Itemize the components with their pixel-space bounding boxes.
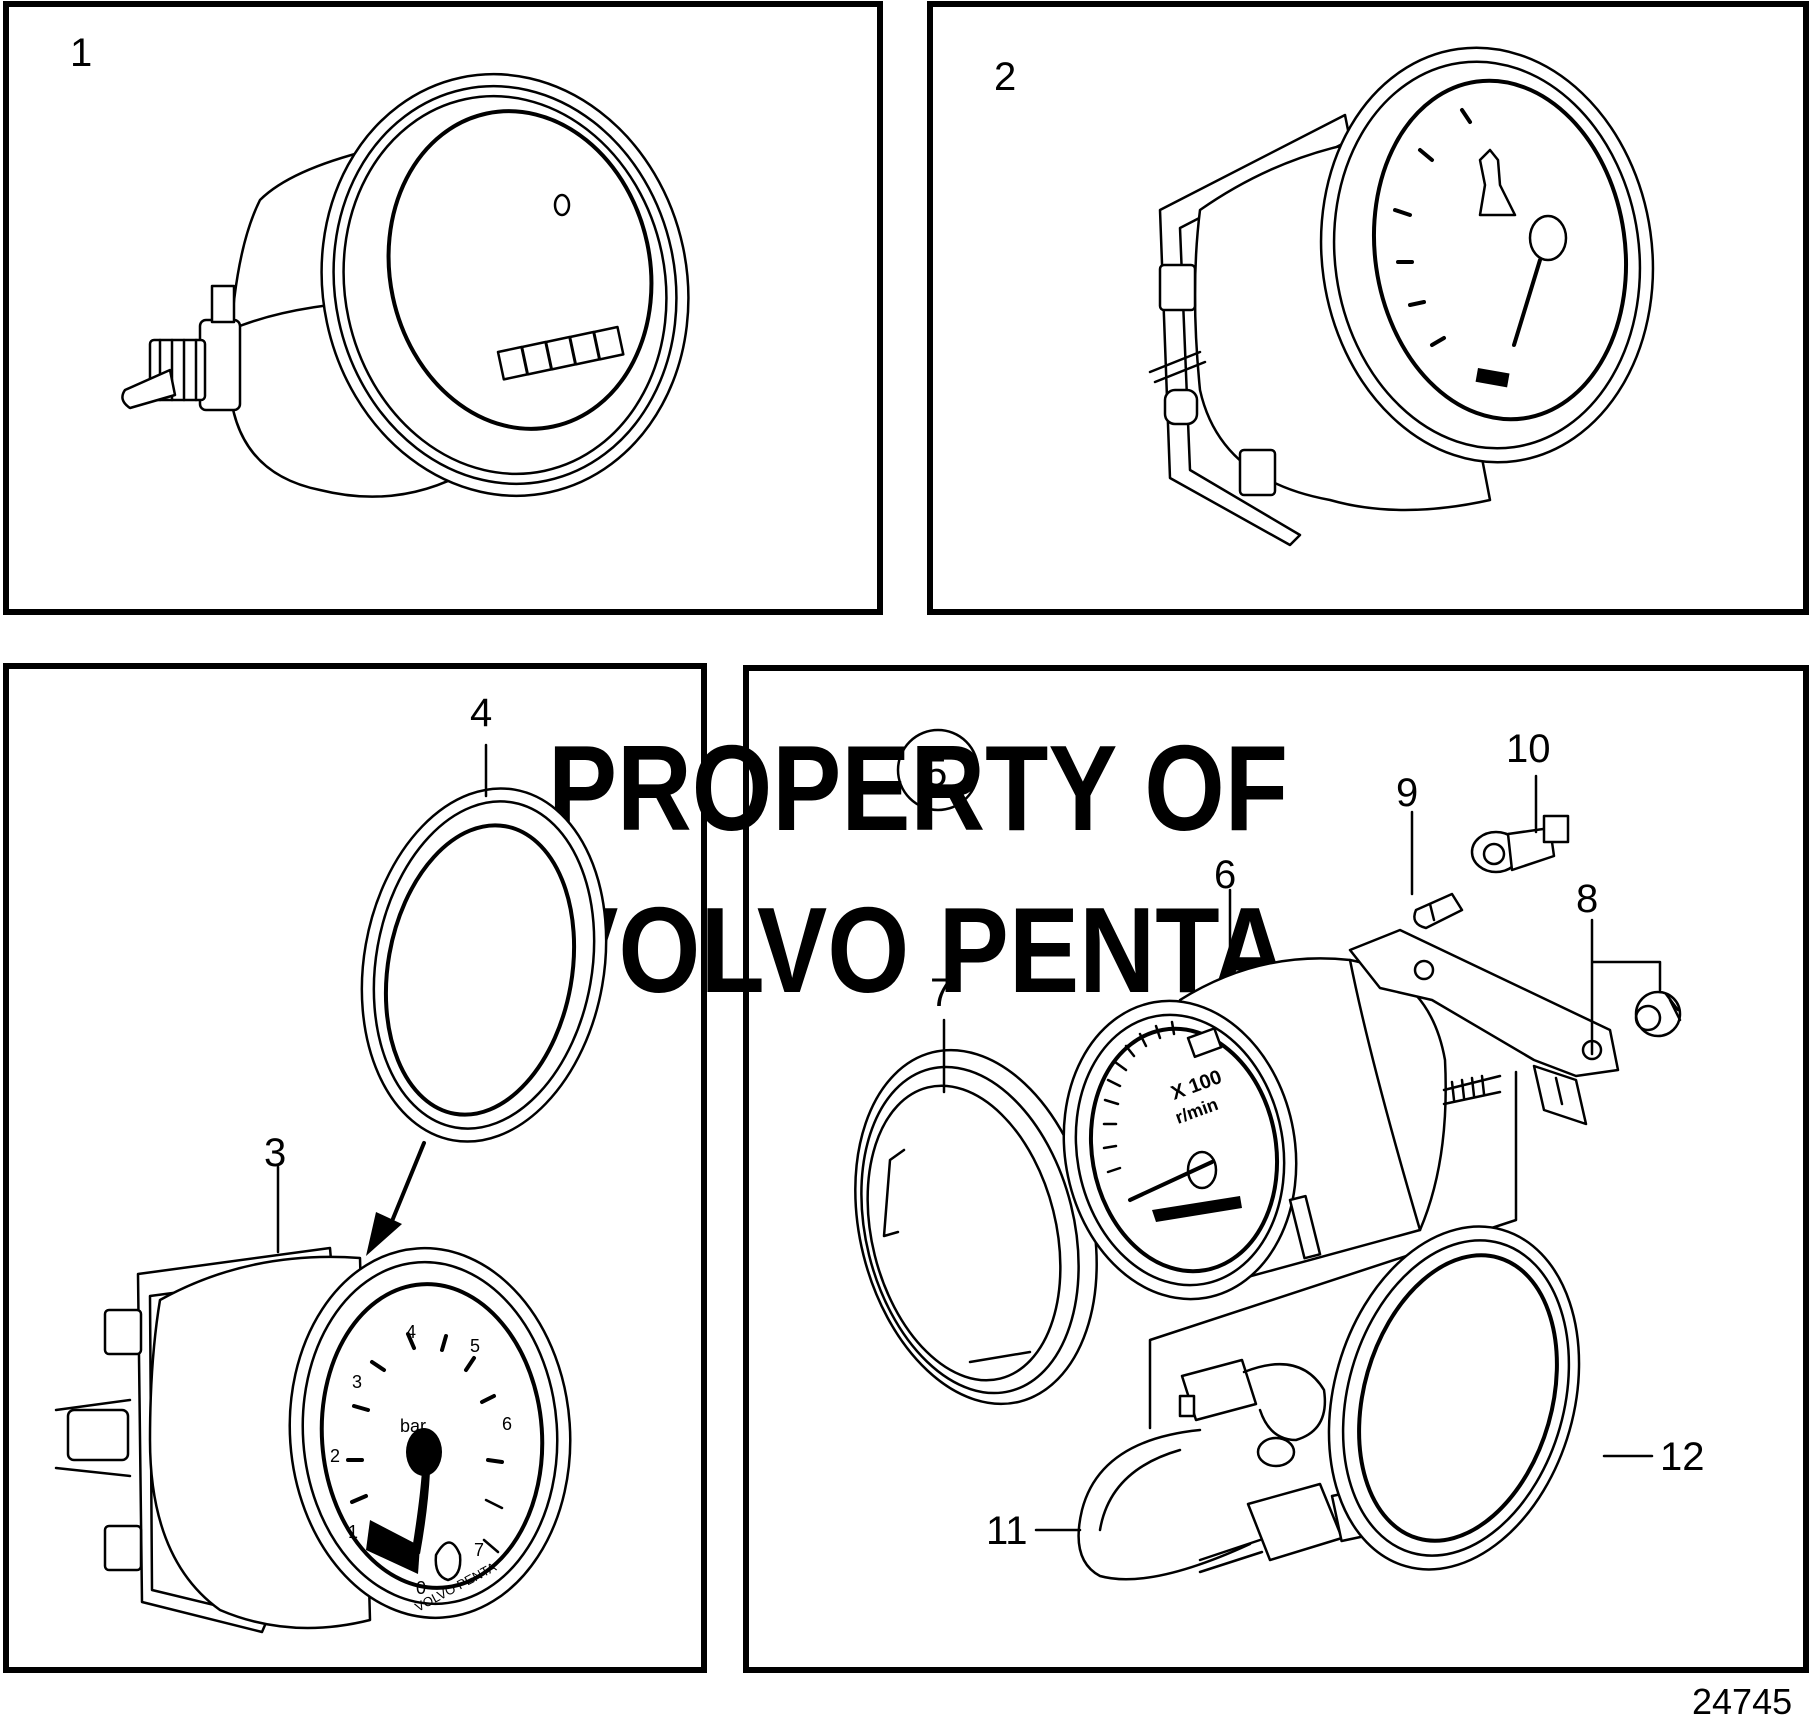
- gauge-tachometer: X 100 r/min: [1062, 957, 1502, 1301]
- callout-6: 6: [1214, 853, 1236, 897]
- callout-1: 1: [70, 31, 92, 75]
- callout-4: 4: [470, 691, 492, 735]
- dial-scale-3: 3: [352, 1372, 362, 1392]
- panel-frame-2: [927, 1, 1809, 615]
- dial-scale-6: 6: [502, 1414, 512, 1434]
- figure-number: 24745: [1692, 1681, 1792, 1722]
- rear-ring: [1327, 1225, 1581, 1571]
- watermark-line-2: VOLVO PENTA: [548, 882, 1288, 1018]
- nut: [1634, 990, 1682, 1038]
- callout-10: 10: [1506, 727, 1551, 771]
- callout-3: 3: [264, 1131, 286, 1175]
- dial-scale-0: 0: [416, 1578, 426, 1598]
- gauge-hour-counter: [121, 72, 690, 498]
- callout-5-circle: [896, 728, 980, 812]
- callout-9: 9: [1396, 771, 1418, 815]
- oil-can-icon: [434, 1541, 462, 1582]
- counter-digits: [496, 325, 625, 381]
- gauge-temperature: [1148, 46, 1655, 547]
- callout-2: 2: [994, 55, 1016, 99]
- dial-scale-1: 1: [348, 1522, 358, 1542]
- mounting-bracket: [1348, 928, 1620, 1126]
- callout-5: 5: [925, 751, 947, 795]
- thermometer-icon: [1478, 148, 1517, 217]
- callout-7: 7: [930, 971, 952, 1015]
- callout-11: 11: [986, 1509, 1028, 1553]
- dial-scale-2: 2: [330, 1446, 340, 1466]
- dial-unit-bar: bar: [400, 1416, 426, 1436]
- dial-scale-4: 4: [406, 1322, 416, 1342]
- callout-12: 12: [1660, 1435, 1705, 1479]
- dial-scale-7: 7: [474, 1540, 484, 1560]
- callout-8: 8: [1576, 877, 1598, 921]
- panel-frame-4: [743, 665, 1809, 1673]
- bezel-ring: [360, 787, 608, 1143]
- panel-frame-1: [3, 1, 883, 615]
- watermark-line-1: PROPERTY OF: [548, 720, 1288, 856]
- panel-frame-3: [3, 663, 707, 1673]
- gauge-oil-pressure: bar 0 1 2 3 4 5 6 7 VOLVO PENTA: [54, 1246, 572, 1634]
- bulb-socket: [1470, 814, 1570, 874]
- bulb: [1413, 892, 1464, 930]
- watermark: PROPERTY OF VOLVO PENTA: [548, 720, 1288, 1018]
- dial-scale-5: 5: [470, 1336, 480, 1356]
